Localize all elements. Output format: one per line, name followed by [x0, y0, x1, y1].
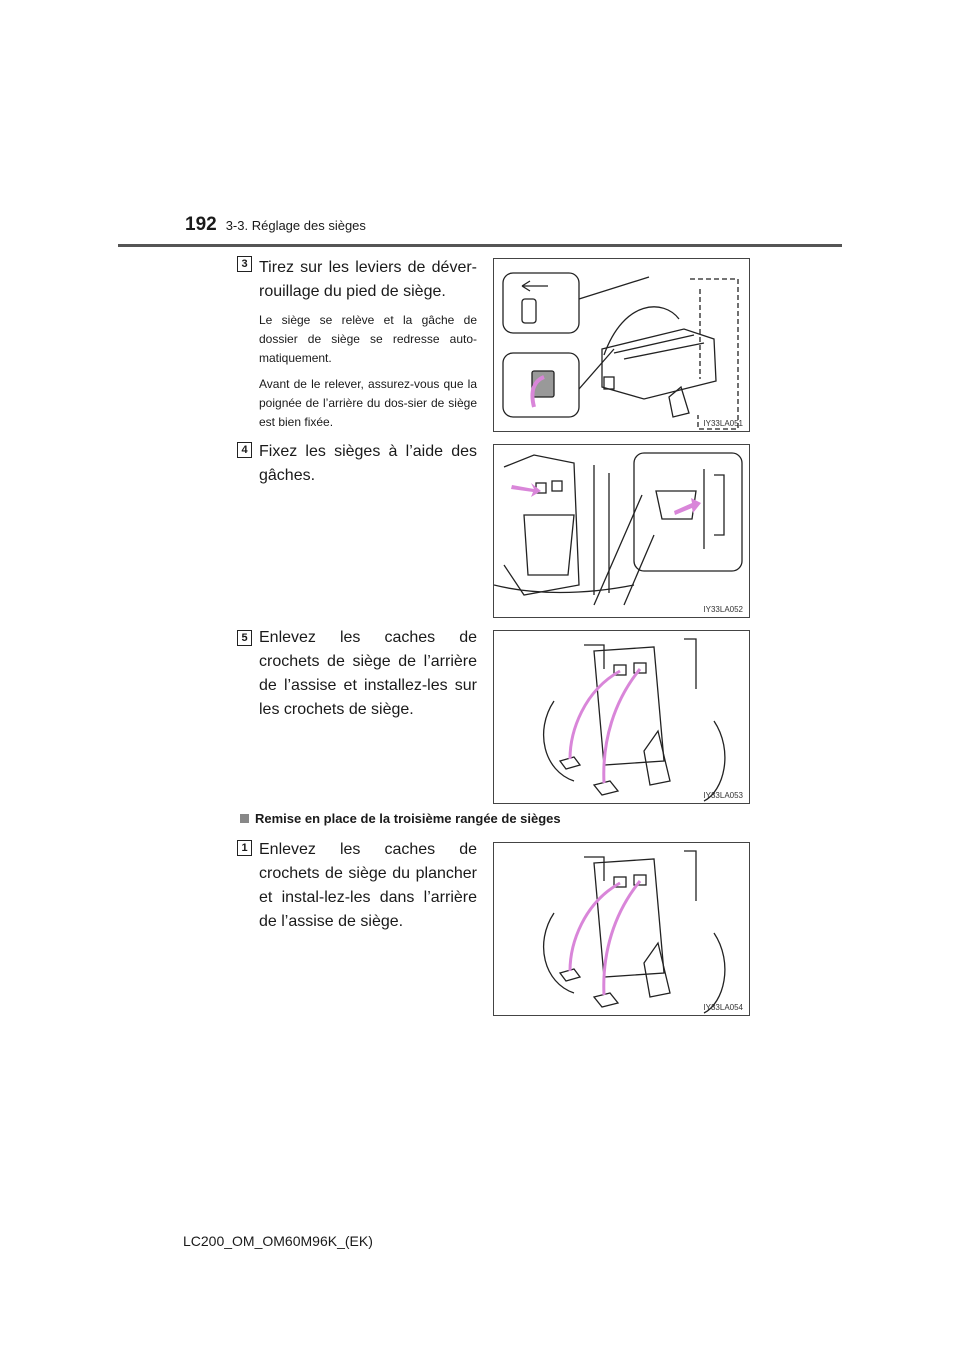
- step-3-note-1: Le siège se relève et la gâche de dossie…: [259, 313, 477, 365]
- figure-hook-covers-reinstall: IY33LA054: [493, 842, 750, 1016]
- step-number-3: 3: [237, 256, 252, 272]
- figure-code: IY33LA054: [703, 1003, 743, 1012]
- subheading-reinstall: Remise en place de la troisième rangée d…: [240, 811, 561, 826]
- step-3-note-2: Avant de le relever, assurez-vous que la…: [259, 377, 477, 429]
- seat-leg-illustration: [502, 272, 739, 430]
- figure-seat-leg-release: IY33LA051: [493, 258, 750, 432]
- figure-hook-covers-install: IY33LA053: [493, 630, 750, 804]
- page-number: 192: [185, 214, 217, 235]
- square-bullet-icon: [240, 814, 249, 823]
- page-header: 192 3-3. Réglage des sièges: [185, 214, 366, 236]
- seat-latch-illustration: [494, 452, 743, 606]
- reinstall-illustration: [542, 850, 726, 1014]
- figure-code: IY33LA052: [703, 605, 743, 614]
- section-title: 3-3. Réglage des sièges: [225, 218, 366, 233]
- step-number-4: 4: [237, 442, 252, 458]
- figure-code: IY33LA051: [703, 419, 743, 428]
- hook-covers-illustration: [542, 638, 726, 802]
- step-1-instruction: Enlevez les caches de crochets de siège …: [259, 841, 477, 930]
- step-5-text-block: Enlevez les caches de crochets de siège …: [259, 626, 477, 722]
- step-1-text-block: Enlevez les caches de crochets de siège …: [259, 838, 477, 934]
- step-3-text-block: Tirez sur les leviers de déver-rouillage…: [259, 256, 477, 432]
- step-number-1: 1: [237, 840, 252, 856]
- step-3-instruction: Tirez sur les leviers de déver-rouillage…: [259, 259, 477, 300]
- figure-code: IY33LA053: [703, 791, 743, 800]
- step-5-instruction: Enlevez les caches de crochets de siège …: [259, 629, 477, 718]
- header-rule: [118, 244, 842, 247]
- figure-seat-latch: IY33LA052: [493, 444, 750, 618]
- step-number-5: 5: [237, 630, 252, 646]
- step-4-text-block: Fixez les sièges à l’aide des gâches.: [259, 440, 477, 488]
- subheading-text: Remise en place de la troisième rangée d…: [255, 811, 561, 826]
- footer-document-code: LC200_OM_OM60M96K_(EK): [183, 1233, 373, 1249]
- step-4-instruction: Fixez les sièges à l’aide des gâches.: [259, 443, 477, 484]
